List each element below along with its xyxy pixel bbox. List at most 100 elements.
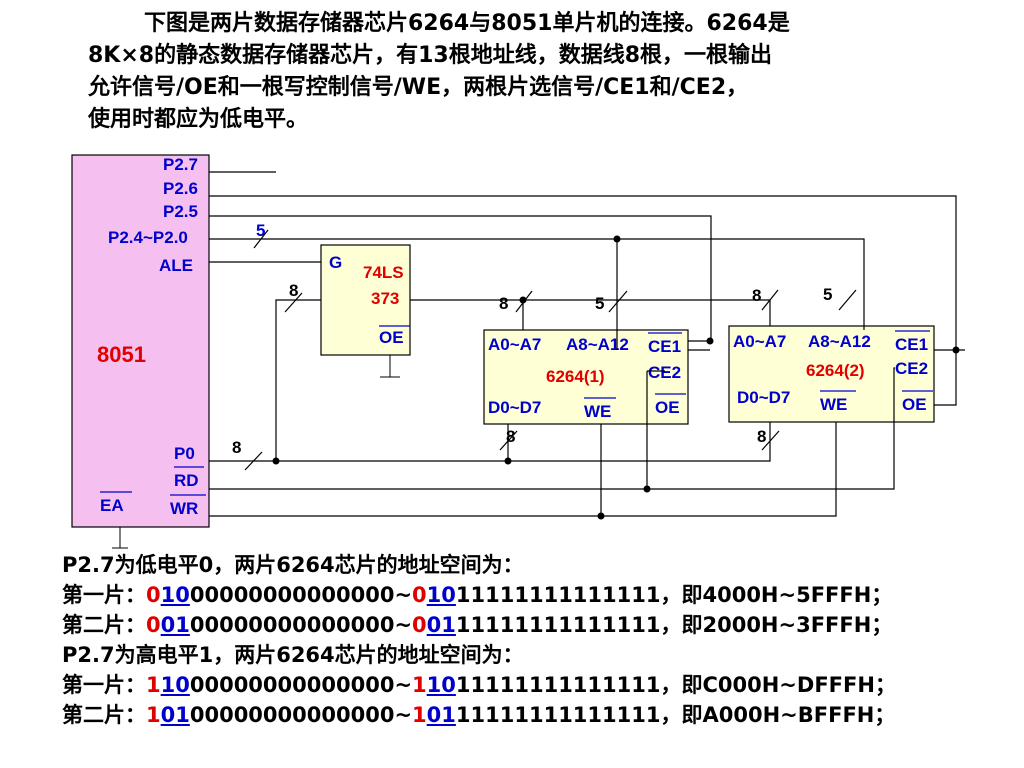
addr-select-bits: 10	[426, 583, 456, 607]
addr-rest: 00000000000000	[189, 703, 395, 727]
bus-label-p2-low: 5	[256, 221, 265, 240]
mcu-8051-block	[71, 154, 210, 528]
addr-select-bits: 01	[426, 613, 456, 637]
pin-p26: P2.6	[163, 179, 198, 198]
chip1-we: WE	[584, 402, 611, 421]
junction-dot	[613, 235, 621, 243]
latch-name-1: 74LS	[363, 263, 404, 282]
bus-slash	[761, 430, 780, 451]
bus-label-chip2-addr-high: 5	[823, 285, 832, 304]
addr-rest: 11111111111111	[455, 703, 661, 727]
latch-g-label: G	[329, 253, 342, 272]
chip1-addr-low: A0~A7	[488, 335, 541, 354]
intro-line-4: 使用时都应为低电平。	[88, 107, 309, 132]
pin-p27: P2.7	[163, 155, 198, 174]
bus-label-chip1-addr-high: 5	[595, 294, 604, 313]
addr-start-bit: 1	[146, 703, 161, 727]
bus-slash	[253, 229, 269, 249]
address-row-high-2: 第二片：10100000000000000~10111111111111111，…	[62, 700, 1012, 730]
junction-dot	[952, 346, 960, 354]
addr-end-bit: 1	[412, 673, 427, 697]
addr-hex-range: ，即2000H~3FFFH；	[660, 613, 893, 637]
junction-dot	[643, 485, 651, 493]
pin-rd: RD	[174, 471, 199, 490]
row-prefix: 第一片：	[62, 673, 146, 697]
addr-tilde: ~	[394, 703, 413, 727]
addr-rest: 00000000000000	[189, 673, 395, 697]
addr-start-bit: 1	[146, 673, 161, 697]
chip-6264-1-block	[483, 329, 689, 425]
bus-slash	[838, 289, 857, 311]
low-heading: P2.7为低电平0，两片6264芯片的地址空间为：	[62, 553, 524, 577]
bus-slash	[244, 451, 263, 471]
ea-ground	[112, 527, 128, 549]
bus-slash	[608, 290, 628, 313]
mcu-name: 8051	[97, 342, 146, 367]
bus-label-chip1-addr-low: 8	[499, 294, 508, 313]
wire-p26	[209, 195, 957, 406]
intro-line-2: 8K×8的静态数据存储器芯片，有13根地址线，数据线8根，一根输出	[88, 43, 773, 68]
chip1-data: D0~D7	[488, 398, 541, 417]
chip2-name: 6264(2)	[806, 361, 865, 380]
row-prefix: 第一片：	[62, 583, 146, 607]
latch-oe-ground	[380, 355, 400, 378]
chip1-ce1: CE1	[648, 337, 681, 356]
junction-dot	[706, 337, 714, 345]
intro-line-1: 下图是两片数据存储器芯片6264与8051单片机的连接。6264是	[144, 11, 790, 36]
addr-select-bits: 01	[160, 613, 190, 637]
bus-label-chip2-addr-low: 8	[752, 286, 761, 305]
bus-label-p0: 8	[232, 438, 241, 457]
wire-p25	[209, 215, 712, 342]
junction-dot	[519, 296, 527, 304]
pin-p0: P0	[174, 444, 195, 463]
pin-p25: P2.5	[163, 202, 198, 221]
chip2-addr-low: A0~A7	[733, 332, 786, 351]
bus-slash	[284, 292, 303, 313]
wire-latch-input	[275, 299, 321, 461]
addr-end-bit: 0	[412, 583, 427, 607]
addr-hex-range: ，即C000H~DFFFH；	[660, 673, 896, 697]
addr-tilde: ~	[394, 673, 413, 697]
pin-ea: EA	[100, 496, 124, 515]
addr-rest: 00000000000000	[189, 583, 395, 607]
junction-dot	[272, 457, 280, 465]
bus-slash	[761, 289, 779, 311]
addr-rest: 00000000000000	[189, 613, 395, 637]
wire-wr	[209, 422, 837, 517]
junction-dots	[272, 235, 960, 520]
addr-select-bits: 01	[426, 703, 456, 727]
addr-tilde: ~	[394, 613, 413, 637]
addr-select-bits: 01	[160, 703, 190, 727]
chip2-ce1: CE1	[895, 335, 928, 354]
addr-rest: 11111111111111	[455, 613, 661, 637]
pin-ale: ALE	[159, 256, 193, 275]
wire-latch-output	[410, 299, 771, 330]
addr-select-bits: 10	[426, 673, 456, 697]
intro-paragraph: 下图是两片数据存储器芯片6264与8051单片机的连接。6264是 8K×8的静…	[88, 8, 968, 136]
latch-74ls373-block	[320, 244, 411, 356]
bus-label-latch-in: 8	[289, 281, 298, 300]
wire-p0-bus	[209, 422, 771, 462]
pin-p24-p20: P2.4~P2.0	[108, 228, 188, 247]
addr-start-bit: 0	[146, 613, 161, 637]
chip1-ce2: CE2	[648, 363, 681, 382]
bus-slash	[515, 290, 533, 313]
addr-tilde: ~	[394, 583, 413, 607]
row-prefix: 第二片：	[62, 613, 146, 637]
bus-slash	[499, 430, 518, 451]
address-results: P2.7为低电平0，两片6264芯片的地址空间为： 第一片：0100000000…	[62, 550, 1012, 730]
addr-select-bits: 10	[160, 583, 190, 607]
chip1-oe: OE	[655, 398, 680, 417]
address-row-low-2: 第二片：00100000000000000~00111111111111111，…	[62, 610, 1012, 640]
addr-hex-range: ，即4000H~5FFFH；	[660, 583, 893, 607]
addr-rest: 11111111111111	[455, 583, 661, 607]
pin-wr: WR	[170, 499, 198, 518]
row-prefix: 第二片：	[62, 703, 146, 727]
bus-label-chip2-data: 8	[757, 427, 766, 446]
chip-6264-2-block	[728, 325, 935, 423]
high-heading: P2.7为高电平1，两片6264芯片的地址空间为：	[62, 643, 524, 667]
chip1-addr-high: A8~A12	[566, 335, 629, 354]
address-row-low-1: 第一片：01000000000000000~01011111111111111，…	[62, 580, 1012, 610]
bus-slashes	[244, 229, 857, 471]
